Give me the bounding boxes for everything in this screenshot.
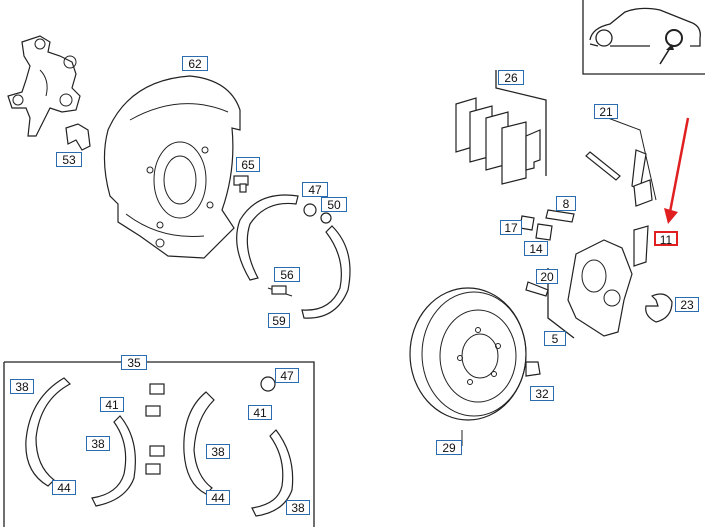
callout-23[interactable]: 23 <box>675 297 699 312</box>
shoe-kit-box <box>3 361 315 527</box>
callout-38-d[interactable]: 38 <box>286 500 310 515</box>
brake-disc <box>409 287 527 446</box>
callout-41-a[interactable]: 41 <box>100 397 124 412</box>
callout-38-c[interactable]: 38 <box>206 444 230 459</box>
caliper-bolts <box>519 209 575 241</box>
steering-knuckle <box>7 35 91 151</box>
callout-11-highlighted[interactable]: 11 <box>654 231 678 247</box>
callout-53[interactable]: 53 <box>56 152 82 167</box>
callout-21[interactable]: 21 <box>594 104 618 119</box>
callout-17[interactable]: 17 <box>500 220 522 235</box>
callout-5[interactable]: 5 <box>544 331 566 346</box>
callout-14[interactable]: 14 <box>524 241 548 256</box>
callout-65[interactable]: 65 <box>236 157 260 172</box>
callout-56[interactable]: 56 <box>274 267 300 282</box>
highlight-arrow <box>664 117 690 224</box>
callout-62[interactable]: 62 <box>182 56 208 71</box>
brake-caliper <box>525 225 649 339</box>
callout-38-b[interactable]: 38 <box>86 436 110 451</box>
parking-brake-shoes <box>236 194 351 319</box>
callout-26[interactable]: 26 <box>498 70 524 85</box>
callout-35[interactable]: 35 <box>121 355 147 370</box>
vehicle-locator-inset <box>582 0 705 75</box>
callout-8[interactable]: 8 <box>556 196 576 211</box>
brake-pads <box>455 70 547 185</box>
backing-plate <box>103 75 241 259</box>
callout-47[interactable]: 47 <box>302 182 328 197</box>
callout-41-b[interactable]: 41 <box>248 405 272 420</box>
callout-50[interactable]: 50 <box>321 197 347 212</box>
callout-29[interactable]: 29 <box>436 440 462 455</box>
callout-44-b[interactable]: 44 <box>206 490 230 505</box>
callout-38-a[interactable]: 38 <box>10 379 34 394</box>
callout-47-b[interactable]: 47 <box>275 368 299 383</box>
callout-32[interactable]: 32 <box>530 386 554 401</box>
guide-pin-kit <box>585 117 657 207</box>
dust-cap <box>645 293 673 323</box>
callout-59[interactable]: 59 <box>268 313 290 328</box>
callout-20[interactable]: 20 <box>536 269 558 284</box>
callout-44-a[interactable]: 44 <box>52 480 76 495</box>
bolt-32 <box>525 361 541 377</box>
bolt-65 <box>233 175 249 193</box>
